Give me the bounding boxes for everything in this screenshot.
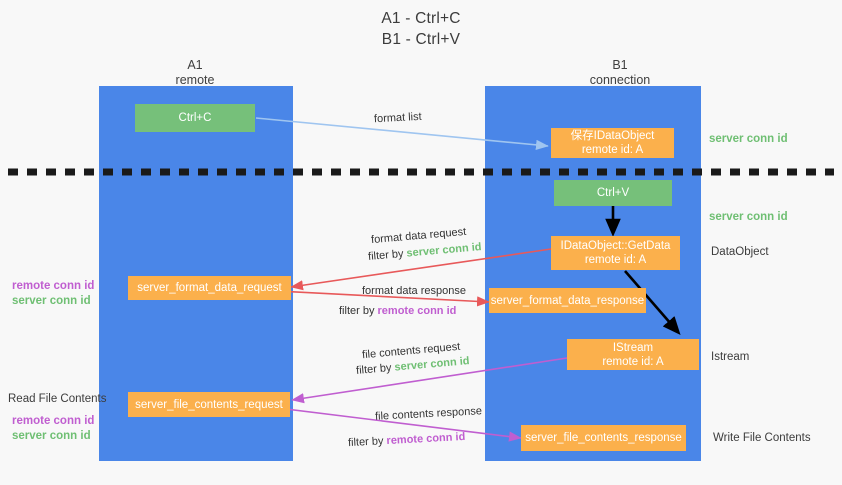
left-label-remote-conn-id-upper: remote conn id <box>12 280 95 292</box>
title-line-1: A1 - Ctrl+C <box>381 10 461 27</box>
node-istream-remote-id: remote id: A <box>602 355 664 368</box>
node-server-file-contents-request[interactable]: server_file_contents_request <box>128 392 290 417</box>
edge-label-format-list: format list <box>374 110 422 127</box>
right-label-server-conn-id-top: server conn id <box>709 133 788 145</box>
left-label-read-file-contents: Read File Contents <box>8 393 107 405</box>
left-label-remote-conn-id-lower: remote conn id <box>12 415 95 427</box>
filter-key-remote-conn-id: remote conn id <box>386 430 466 448</box>
filter-by-prefix: filter by <box>355 361 396 377</box>
lane-b1-sub: connection <box>589 73 651 87</box>
node-ctrl-v-label: Ctrl+V <box>596 187 630 199</box>
node-server-file-contents-request-label: server_file_contents_request <box>135 398 283 411</box>
node-server-format-data-request-label: server_format_data_request <box>137 282 282 294</box>
edge-label-file-contents-response: file contents response <box>375 404 483 425</box>
node-server-format-data-request[interactable]: server_format_data_request <box>128 276 291 300</box>
lane-header-b1: B1 connection <box>540 58 700 88</box>
node-server-file-contents-response-label: server_file_contents_response <box>525 432 682 444</box>
node-save-idataobject-title: 保存IDataObject <box>570 130 655 142</box>
lane-a1-sub: remote <box>175 73 215 87</box>
node-server-format-data-response[interactable]: server_format_data_response <box>489 288 646 313</box>
edge-label-format-data-response-text: format data response <box>362 285 466 297</box>
lane-header-a1: A1 remote <box>120 58 270 88</box>
node-server-format-data-response-label: server_format_data_response <box>490 294 645 307</box>
filter-key-remote-conn-id: remote conn id <box>377 305 457 317</box>
node-save-idataobject-remote-id: remote id: A <box>581 144 644 156</box>
edge-label-format-data-response-filter: filter by remote conn id <box>339 304 456 319</box>
edge-label-format-data-response: format data response <box>362 284 466 299</box>
node-getdata-title: IDataObject::GetData <box>560 240 671 252</box>
right-label-istream: Istream <box>711 351 750 363</box>
right-label-write-file-contents: Write File Contents <box>713 432 811 444</box>
left-label-server-conn-id-upper: server conn id <box>12 295 91 307</box>
node-getdata-remote-id: remote id: A <box>584 254 647 266</box>
title-line-2: B1 - Ctrl+V <box>381 31 461 48</box>
filter-by-prefix: filter by <box>339 305 378 317</box>
node-ctrl-c-label: Ctrl+C <box>178 112 212 124</box>
filter-by-prefix: filter by <box>347 435 387 450</box>
edge-label-format-list-text: format list <box>373 110 422 126</box>
node-ctrl-v[interactable]: Ctrl+V <box>554 180 672 206</box>
node-server-file-contents-response[interactable]: server_file_contents_response <box>521 425 686 451</box>
node-istream[interactable]: IStream remote id: A <box>567 339 699 370</box>
lane-b1-name: B1 <box>612 58 628 72</box>
edge-label-file-contents-response-text: file contents response <box>374 405 483 423</box>
node-idataobject-getdata[interactable]: IDataObject::GetData remote id: A <box>551 236 680 270</box>
filter-by-prefix: filter by <box>367 247 408 263</box>
diagram-title: A1 - Ctrl+C B1 - Ctrl+V <box>0 8 842 50</box>
node-ctrl-c[interactable]: Ctrl+C <box>135 104 255 132</box>
node-istream-title: IStream <box>612 341 654 354</box>
left-label-server-conn-id-lower: server conn id <box>12 430 91 442</box>
lane-a1-name: A1 <box>187 58 203 72</box>
edge-label-file-contents-response-filter: filter by remote conn id <box>348 430 466 451</box>
right-label-server-conn-id-mid: server conn id <box>709 211 788 223</box>
node-save-idataobject[interactable]: 保存IDataObject remote id: A <box>551 128 674 158</box>
right-label-dataobject: DataObject <box>711 246 769 258</box>
